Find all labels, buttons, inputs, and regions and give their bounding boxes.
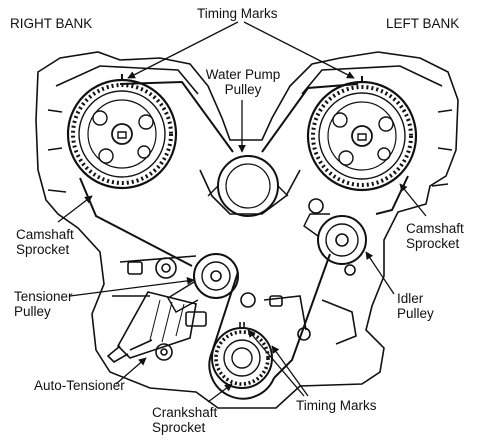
tensioner-label-line1: Tensioner <box>14 289 73 304</box>
tensioner-label-line2: Pulley <box>14 304 51 319</box>
crankshaft-sprocket <box>211 322 273 389</box>
right-bank-label: RIGHT BANK <box>10 16 93 31</box>
right-camshaft-label-line2: Sprocket <box>16 242 70 257</box>
auto-tensioner-label: Auto-Tensioner <box>34 378 125 393</box>
crankshaft-label-line1: Crankshaft <box>152 405 218 420</box>
auto-tensioner <box>106 291 207 363</box>
left-camshaft-label-line1: Camshaft <box>406 221 464 236</box>
crankshaft-sprocket-label: Crankshaft Sprocket <box>152 405 217 435</box>
leader-lines <box>57 21 427 403</box>
idler-pulley <box>303 213 367 265</box>
tensioner-pulley <box>167 253 239 313</box>
timing-marks-bottom-label: Timing Marks <box>296 398 377 413</box>
idler-pulley-label: Idler Pulley <box>397 291 434 321</box>
left-bank-label: LEFT BANK <box>386 16 460 31</box>
engine-block-outline <box>35 51 459 409</box>
water-pump-label-line2: Pulley <box>224 82 262 97</box>
idler-label-line1: Idler <box>397 291 424 306</box>
tensioner-pulley-label: Tensioner Pulley <box>14 289 73 319</box>
water-pump-pulley <box>207 155 289 217</box>
left-camshaft-label-line2: Sprocket <box>406 236 460 251</box>
water-pump-pulley-label: Water Pump Pulley <box>198 67 288 97</box>
right-camshaft-sprocket-label: Camshaft Sprocket <box>16 227 74 257</box>
timing-marks-top-label: Timing Marks <box>197 6 278 21</box>
timing-belt <box>79 80 409 400</box>
crankshaft-label-line2: Sprocket <box>152 420 206 435</box>
right-camshaft-sprocket <box>66 74 178 190</box>
right-camshaft-label-line1: Camshaft <box>16 227 74 242</box>
idler-label-line2: Pulley <box>397 306 434 321</box>
water-pump-label-line1: Water Pump <box>205 67 281 82</box>
left-camshaft-sprocket <box>306 76 418 192</box>
left-camshaft-sprocket-label: Camshaft Sprocket <box>406 221 464 251</box>
